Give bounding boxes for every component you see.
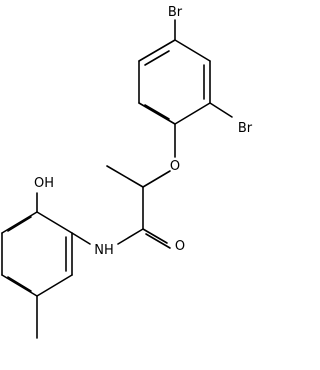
molecule-diagram: Br Br O O NH OH [1,5,253,339]
atom-label-o-carbonyl: O [175,239,185,254]
bond [138,102,176,125]
bond-c-o-double [142,228,168,244]
bond [36,211,73,234]
bond-c-nh [117,228,144,245]
bond-o-ch [142,170,171,188]
atom-label-nh: NH [94,243,114,258]
atom-label-br-top: Br [168,5,183,20]
bond [174,39,211,62]
bond-ch-methyl [106,165,144,188]
bond-c-o-double [145,233,171,249]
bond [36,274,73,297]
atom-label-o-ether: O [170,159,180,174]
bond [144,104,170,120]
bond [7,216,32,232]
dibromophenyl-ring [138,39,211,125]
bond [174,102,211,125]
atom-label-oh: OH [34,176,54,191]
bond [144,50,170,66]
hydroxymethylphenyl-ring [1,211,73,297]
bond [138,39,176,62]
bond [1,274,38,297]
bond [7,276,32,292]
bond-c-br-right [209,102,233,118]
molecule-structure: Br Br O O NH OH [1,5,253,339]
bond-nh-aryl [71,232,91,245]
atom-label-br-right: Br [238,121,253,136]
bond [1,211,38,234]
